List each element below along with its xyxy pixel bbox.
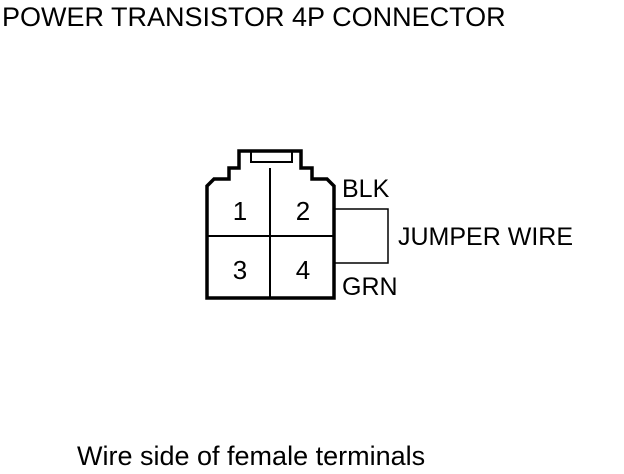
jumper-wire	[334, 208, 389, 264]
lock-tab	[250, 150, 293, 163]
jumper-wire-label: JUMPER WIRE	[398, 223, 573, 251]
terminal-3-label: 3	[233, 255, 247, 285]
connector-housing	[205, 149, 336, 300]
wire-label-blk: BLK	[342, 175, 390, 203]
wire-label-grn: GRN	[342, 273, 398, 301]
diagram-caption: Wire side of female terminals	[77, 441, 426, 471]
diagram-title: POWER TRANSISTOR 4P CONNECTOR	[2, 2, 506, 32]
terminal-2-label: 2	[296, 196, 310, 226]
terminal-1-label: 1	[233, 196, 247, 226]
terminal-4-label: 4	[296, 255, 310, 285]
